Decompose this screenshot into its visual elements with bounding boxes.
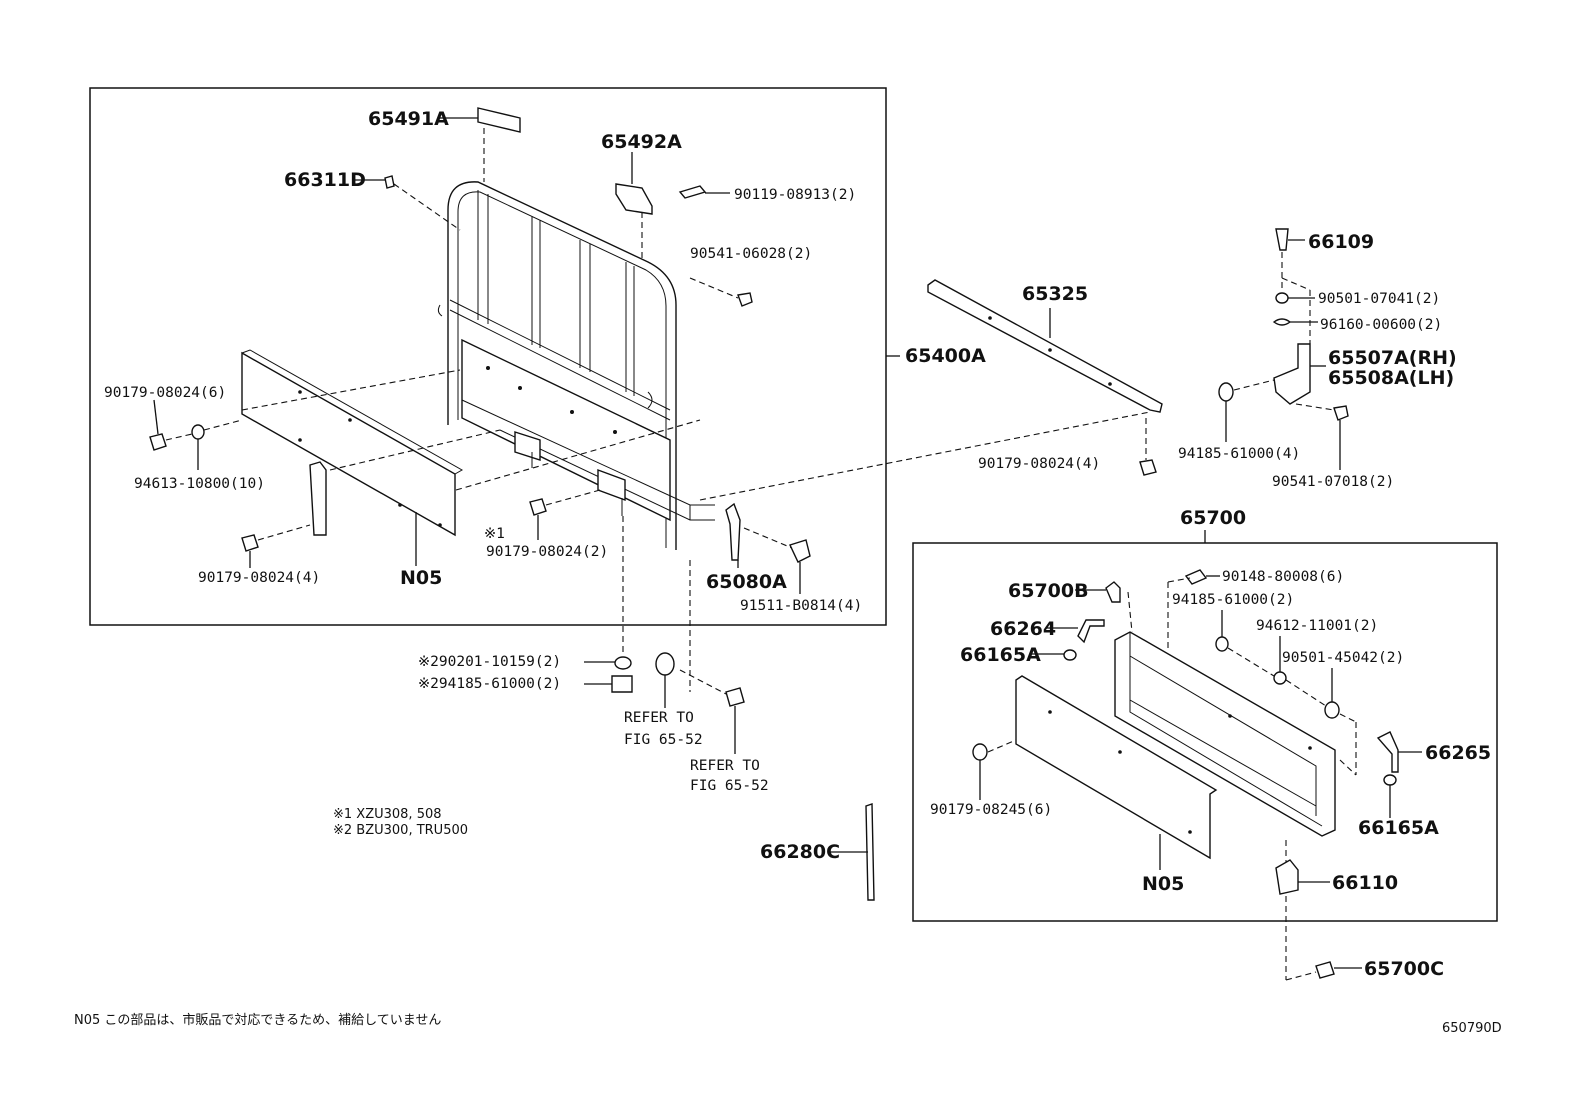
guard-frame-part — [437, 181, 715, 550]
washer-90201-icon — [614, 656, 632, 670]
figure-code: 650790D — [1442, 1021, 1502, 1036]
nut-94185-2b-icon — [1215, 636, 1229, 652]
label-65508A: 65508A(LH) — [1328, 367, 1454, 389]
label-65400A: 65400A — [905, 345, 986, 367]
label-90179-08245: 90179-08245(6) — [930, 802, 1052, 818]
label-94612: 94612-11001(2) — [1256, 618, 1378, 634]
footnote-n05: N05 この部品は、市販品で対応できるため、補給していません — [74, 1012, 441, 1028]
rod-66264-icon — [1077, 619, 1105, 644]
dashed-assembly-lines — [165, 128, 1357, 981]
label-90179-6: 90179-08024(6) — [104, 385, 226, 401]
label-90119: 90119-08913(2) — [734, 187, 856, 203]
screw-90541-07018-icon — [1333, 405, 1349, 421]
label-65700: 65700 — [1180, 507, 1246, 529]
tailgate-frame-part — [1114, 631, 1336, 837]
nut-90179-2-icon — [529, 498, 547, 516]
bracket-65507A-icon — [1273, 343, 1311, 405]
label-66110: 66110 — [1332, 872, 1398, 894]
label-refer2-line1: REFER TO — [690, 758, 760, 774]
washer-96160-icon — [1272, 318, 1292, 326]
collar-90501-45042-icon — [1324, 701, 1340, 719]
nut-90179-4-icon — [241, 534, 259, 552]
label-65700C: 65700C — [1364, 958, 1444, 980]
label-66280C: 66280C — [760, 841, 840, 863]
rail-65325-part — [927, 279, 1163, 413]
label-94185-2b: 94185-61000(2) — [1172, 592, 1294, 608]
side-board-panel-left — [241, 349, 464, 537]
bolt-91511-icon — [789, 539, 811, 563]
bolt-90148-icon — [1184, 569, 1208, 585]
bolt-65700C-icon — [1315, 961, 1335, 979]
nut-90179-6-icon — [149, 433, 167, 451]
label-65325: 65325 — [1022, 283, 1088, 305]
label-90541-07018: 90541-07018(2) — [1272, 474, 1394, 490]
nut-94185-2a-icon — [611, 675, 633, 693]
bracket-66110-icon — [1275, 859, 1299, 895]
label-91511: 91511-B0814(4) — [740, 598, 862, 614]
label-65507A: 65507A(RH) — [1328, 347, 1457, 369]
washer-94613-icon — [191, 424, 205, 440]
side-board-panel-right — [1015, 675, 1218, 860]
label-65700B: 65700B — [1008, 580, 1089, 602]
hook-65080A-icon — [725, 502, 741, 561]
label-94185-4: 94185-61000(4) — [1178, 446, 1300, 462]
bracket-65491A-icon — [477, 107, 521, 133]
bolt-66109-icon — [1275, 228, 1289, 251]
bolt-refer2-icon — [725, 687, 745, 707]
label-90179-4b: 90179-08024(4) — [978, 456, 1100, 472]
note-1: ※1 XZU308, 508 — [333, 807, 442, 822]
label-66311D: 66311D — [284, 169, 366, 191]
label-65080A: 65080A — [706, 571, 787, 593]
label-66109: 66109 — [1308, 231, 1374, 253]
rod-66265-icon — [1376, 731, 1399, 773]
note-2: ※2 BZU300, TRU500 — [333, 823, 468, 838]
bolt-90119-icon — [678, 185, 707, 199]
label-94613: 94613-10800(10) — [134, 476, 265, 492]
label-90179-2: 90179-08024(2) — [486, 544, 608, 560]
washer-94612-icon — [1273, 671, 1287, 685]
screw-90541-06028-icon — [737, 292, 753, 307]
bracket-65492A-icon — [615, 183, 653, 215]
label-90179-4a: 90179-08024(4) — [198, 570, 320, 586]
label-66165A-b: 66165A — [1358, 817, 1439, 839]
label-N05-right: N05 — [1142, 873, 1184, 895]
clip-66311D-icon — [384, 175, 395, 189]
label-mark1: ※1 — [484, 526, 505, 542]
chain-66280C-icon — [865, 803, 875, 901]
bushing-66165A-b-icon — [1383, 774, 1397, 786]
leader-lines — [153, 117, 1422, 969]
nut-90179-08245-icon — [972, 743, 988, 761]
label-refer1-line2: FIG 65-52 — [624, 732, 703, 748]
label-94185-2a: ※294185-61000(2) — [418, 676, 561, 692]
label-N05-left: N05 — [400, 567, 442, 589]
label-refer1-line1: REFER TO — [624, 710, 694, 726]
label-90501-45042: 90501-45042(2) — [1282, 650, 1404, 666]
label-90201: ※290201-10159(2) — [418, 654, 561, 670]
label-66165A-a: 66165A — [960, 644, 1041, 666]
label-90148: 90148-80008(6) — [1222, 569, 1344, 585]
nut-94185-4-icon — [1218, 382, 1234, 402]
label-65491A: 65491A — [368, 108, 449, 130]
label-66265: 66265 — [1425, 742, 1491, 764]
label-66264: 66264 — [990, 618, 1056, 640]
washer-90501-07041-icon — [1275, 292, 1289, 304]
label-refer2-line2: FIG 65-52 — [690, 778, 769, 794]
nut-90179-4b-icon — [1139, 459, 1157, 476]
bushing-66165A-a-icon — [1063, 649, 1077, 661]
label-96160: 96160-00600(2) — [1320, 317, 1442, 333]
label-65492A: 65492A — [601, 131, 682, 153]
label-90501-07041: 90501-07041(2) — [1318, 291, 1440, 307]
label-90541-06028: 90541-06028(2) — [690, 246, 812, 262]
vertical-strip-part — [309, 461, 327, 536]
part-65700B-icon — [1105, 581, 1121, 603]
cushion-refer1-icon — [655, 652, 675, 676]
